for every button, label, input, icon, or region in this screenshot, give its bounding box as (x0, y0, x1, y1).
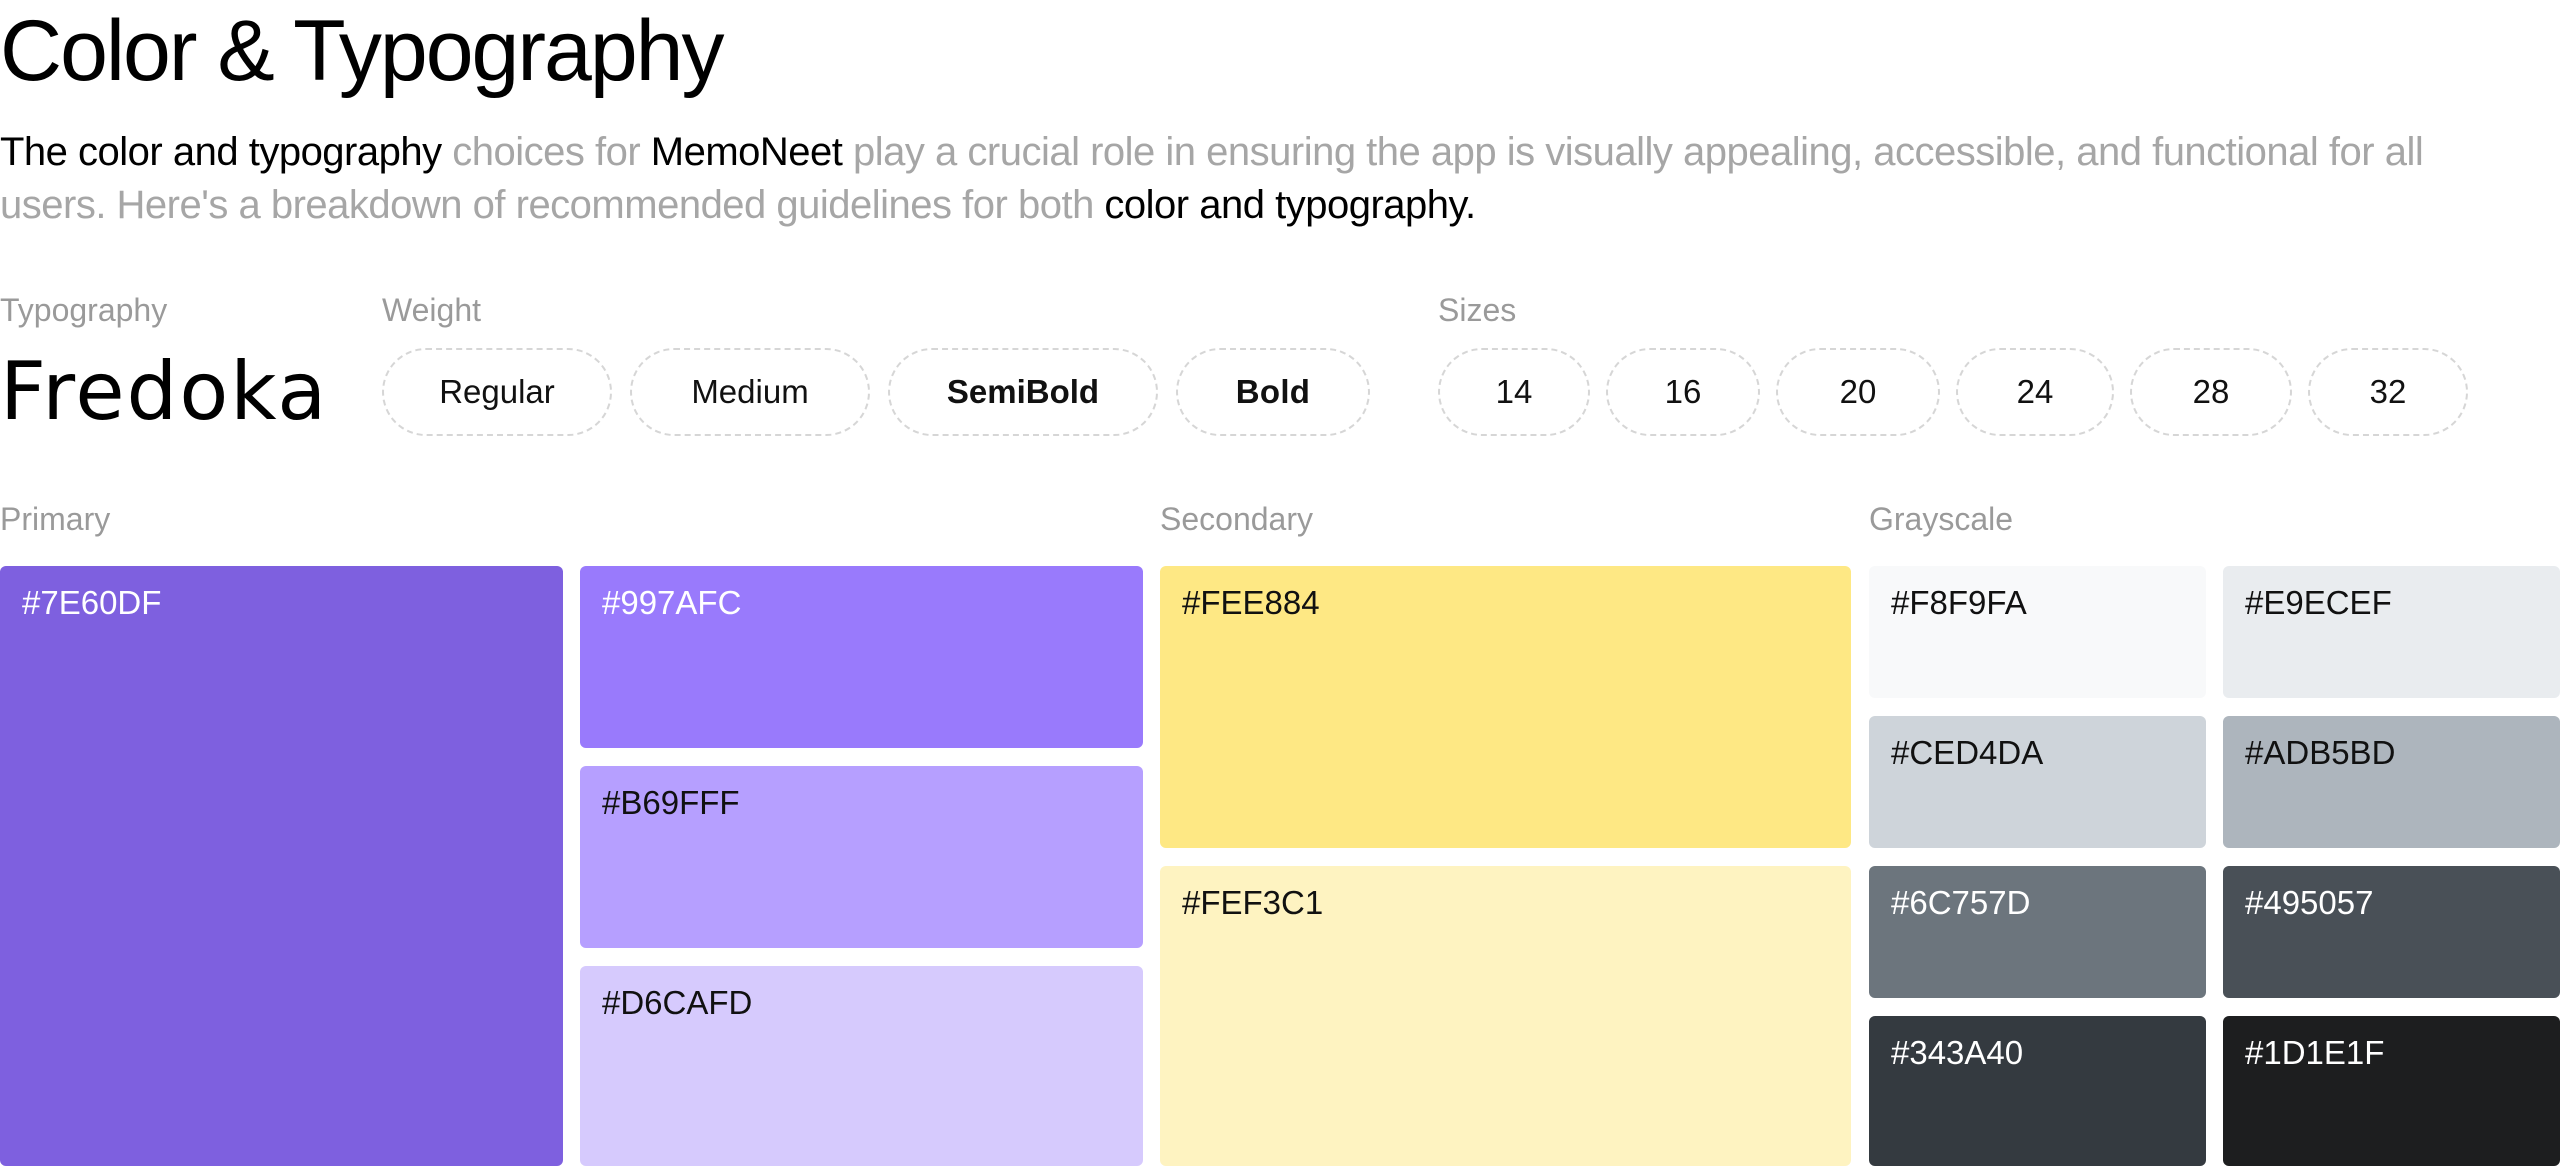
swatch-secondary-1: #FEF3C1 (1160, 866, 1851, 1166)
intro-text-2: play a crucial role in ensuring the app … (0, 130, 2424, 227)
weight-pill-semibold: SemiBold (888, 348, 1158, 436)
swatch-grayscale-5: #495057 (2223, 866, 2560, 998)
swatch-grayscale-0: #F8F9FA (1869, 566, 2206, 698)
weight-pill-regular: Regular (382, 348, 612, 436)
secondary-label: Secondary (1160, 501, 1313, 537)
typography-label: Typography (0, 292, 168, 328)
intro-paragraph: The color and typography choices for Mem… (0, 126, 2520, 232)
swatch-secondary-0: #FEE884 (1160, 566, 1851, 848)
primary-label: Primary (0, 501, 111, 537)
grayscale-label: Grayscale (1869, 501, 2014, 537)
swatch-primary-0: #7E60DF (0, 566, 563, 1166)
weight-pill-bold: Bold (1176, 348, 1370, 436)
size-pill-28: 28 (2130, 348, 2292, 436)
size-pill-14: 14 (1438, 348, 1590, 436)
swatch-grayscale-7: #1D1E1F (2223, 1016, 2560, 1166)
swatch-primary-2: #B69FFF (580, 766, 1143, 948)
swatch-grayscale-1: #E9ECEF (2223, 566, 2560, 698)
size-pill-16: 16 (1606, 348, 1760, 436)
sizes-label: Sizes (1438, 292, 1517, 328)
weight-pill-medium: Medium (630, 348, 870, 436)
intro-text-1: choices for (441, 130, 651, 174)
swatch-grayscale-2: #CED4DA (1869, 716, 2206, 848)
size-pill-32: 32 (2308, 348, 2468, 436)
swatch-grayscale-6: #343A40 (1869, 1016, 2206, 1166)
page-title: Color & Typography (0, 3, 725, 99)
intro-highlight-2: color and typography. (1104, 183, 1476, 227)
size-pill-20: 20 (1776, 348, 1940, 436)
swatch-primary-1: #997AFC (580, 566, 1143, 748)
weight-label: Weight (382, 292, 482, 328)
swatch-grayscale-3: #ADB5BD (2223, 716, 2560, 848)
intro-app-name: MemoNeet (650, 130, 843, 174)
swatch-primary-3: #D6CAFD (580, 966, 1143, 1166)
font-name: Fredoka (0, 345, 329, 438)
size-pill-24: 24 (1956, 348, 2114, 436)
swatch-grayscale-4: #6C757D (1869, 866, 2206, 998)
intro-highlight-1: The color and typography (0, 130, 442, 174)
